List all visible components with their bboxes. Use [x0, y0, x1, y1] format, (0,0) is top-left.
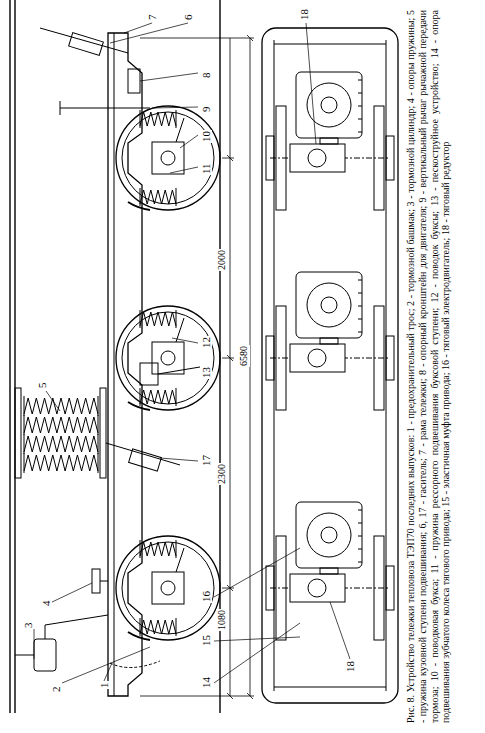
side-view — [10, 0, 220, 713]
callout-number: 11 — [200, 162, 212, 175]
plan-view — [262, 28, 398, 703]
callout-number: 6 — [182, 14, 194, 22]
dimension-label: 1080 — [216, 609, 228, 631]
callout-number: 4 — [40, 600, 52, 608]
callout-number: 18 — [344, 660, 356, 673]
callout-number: 17 — [200, 454, 212, 467]
callout-number: 14 — [200, 676, 212, 689]
callout-number: 2 — [50, 686, 62, 694]
callout-number: 18 — [298, 8, 310, 21]
dimension-label: 6580 — [238, 345, 250, 367]
callout-number: 8 — [200, 72, 212, 80]
callout-number: 1 — [98, 682, 110, 690]
callout-number: 10 — [200, 130, 212, 143]
callout-number: 15 — [200, 634, 212, 647]
callout-number: 13 — [200, 366, 212, 379]
callout-number: 5 — [36, 382, 48, 390]
figure-caption: Рис. 8. Устройство тележки тепловоза ТЭП… — [405, 10, 452, 723]
dimension-lines — [140, 35, 254, 699]
leader-lines — [34, 23, 350, 683]
springs — [24, 396, 98, 473]
callout-number: 9 — [200, 106, 212, 114]
dimension-label: 2000 — [216, 249, 228, 271]
callout-number: 16 — [200, 590, 212, 603]
callout-number: 12 — [200, 336, 212, 349]
callout-number: 3 — [22, 622, 34, 630]
dimension-label: 2300 — [216, 463, 228, 485]
callout-number: 7 — [146, 14, 158, 22]
